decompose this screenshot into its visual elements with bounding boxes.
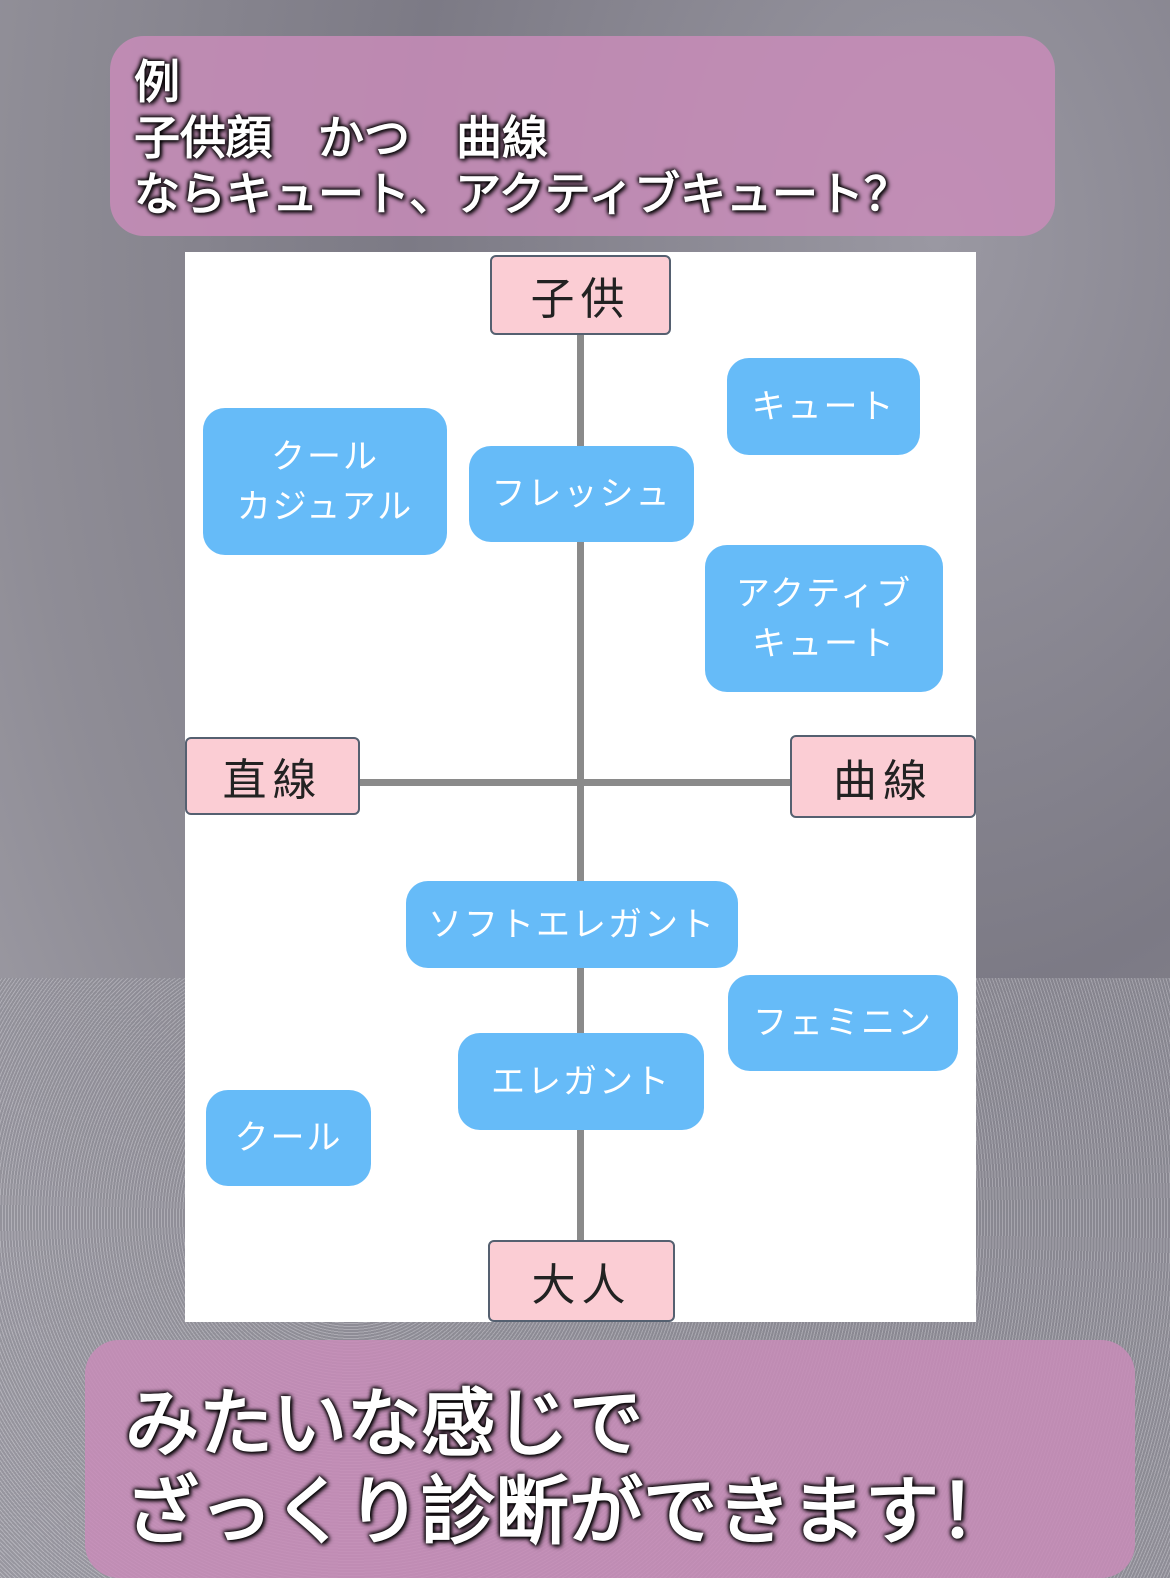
caption-line: ざっくり診断ができます！ — [125, 1469, 1013, 1555]
axis-label-bottom: 大人 — [488, 1240, 675, 1322]
caption-line: 子供顔 かつ 曲線 — [134, 111, 548, 165]
axis-label-right: 曲線 — [790, 735, 976, 818]
caption-line: ならキュート、アクティブキュート？ — [134, 167, 911, 221]
caption-line: 例 — [134, 55, 180, 109]
type-cool: クール — [206, 1090, 371, 1186]
horizontal-axis — [360, 779, 790, 786]
type-active-cute: アクティブ キュート — [705, 545, 943, 692]
type-cute: キュート — [727, 358, 920, 455]
type-fresh: フレッシュ — [469, 446, 694, 542]
bottom-caption: みたいな感じで ざっくり診断ができます！ — [85, 1340, 1135, 1578]
type-feminine: フェミニン — [728, 975, 958, 1071]
type-elegant: エレガント — [458, 1033, 704, 1130]
caption-line: みたいな感じで — [125, 1381, 643, 1467]
type-cool-casual: クール カジュアル — [203, 408, 447, 555]
axis-label-left: 直線 — [185, 737, 360, 815]
top-caption: 例 子供顔 かつ 曲線 ならキュート、アクティブキュート？ — [110, 36, 1055, 236]
axis-label-top: 子供 — [490, 255, 671, 335]
type-soft-elegant: ソフトエレガント — [406, 881, 738, 968]
vertical-axis — [577, 335, 584, 1240]
